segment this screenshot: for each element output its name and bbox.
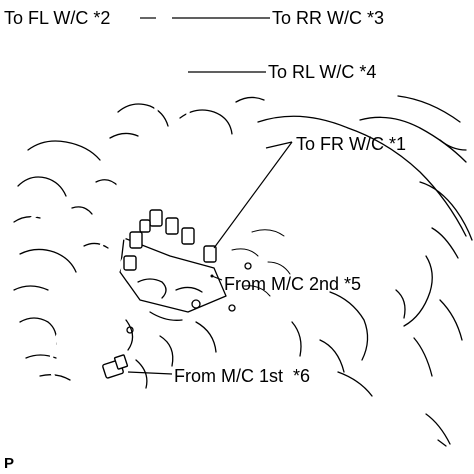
label-to-fl-wc: To FL W/C *2 [4,8,110,28]
figure-corner-letter: P [4,455,14,472]
brake-lines [28,16,282,387]
label-to-fr-wc: To FR W/C *1 [296,134,406,154]
engine-sketch [13,95,473,447]
leader-lines [127,17,293,375]
pipe-bundle-right [216,154,396,290]
label-from-mc-2nd: From M/C 2nd *5 [224,274,361,294]
label-to-rr-wc: To RR W/C *3 [272,8,384,28]
label-from-mc-1st: From M/C 1st *6 [174,366,310,386]
pipe-fittings [102,209,217,379]
label-to-rl-wc: To RL W/C *4 [268,62,376,82]
